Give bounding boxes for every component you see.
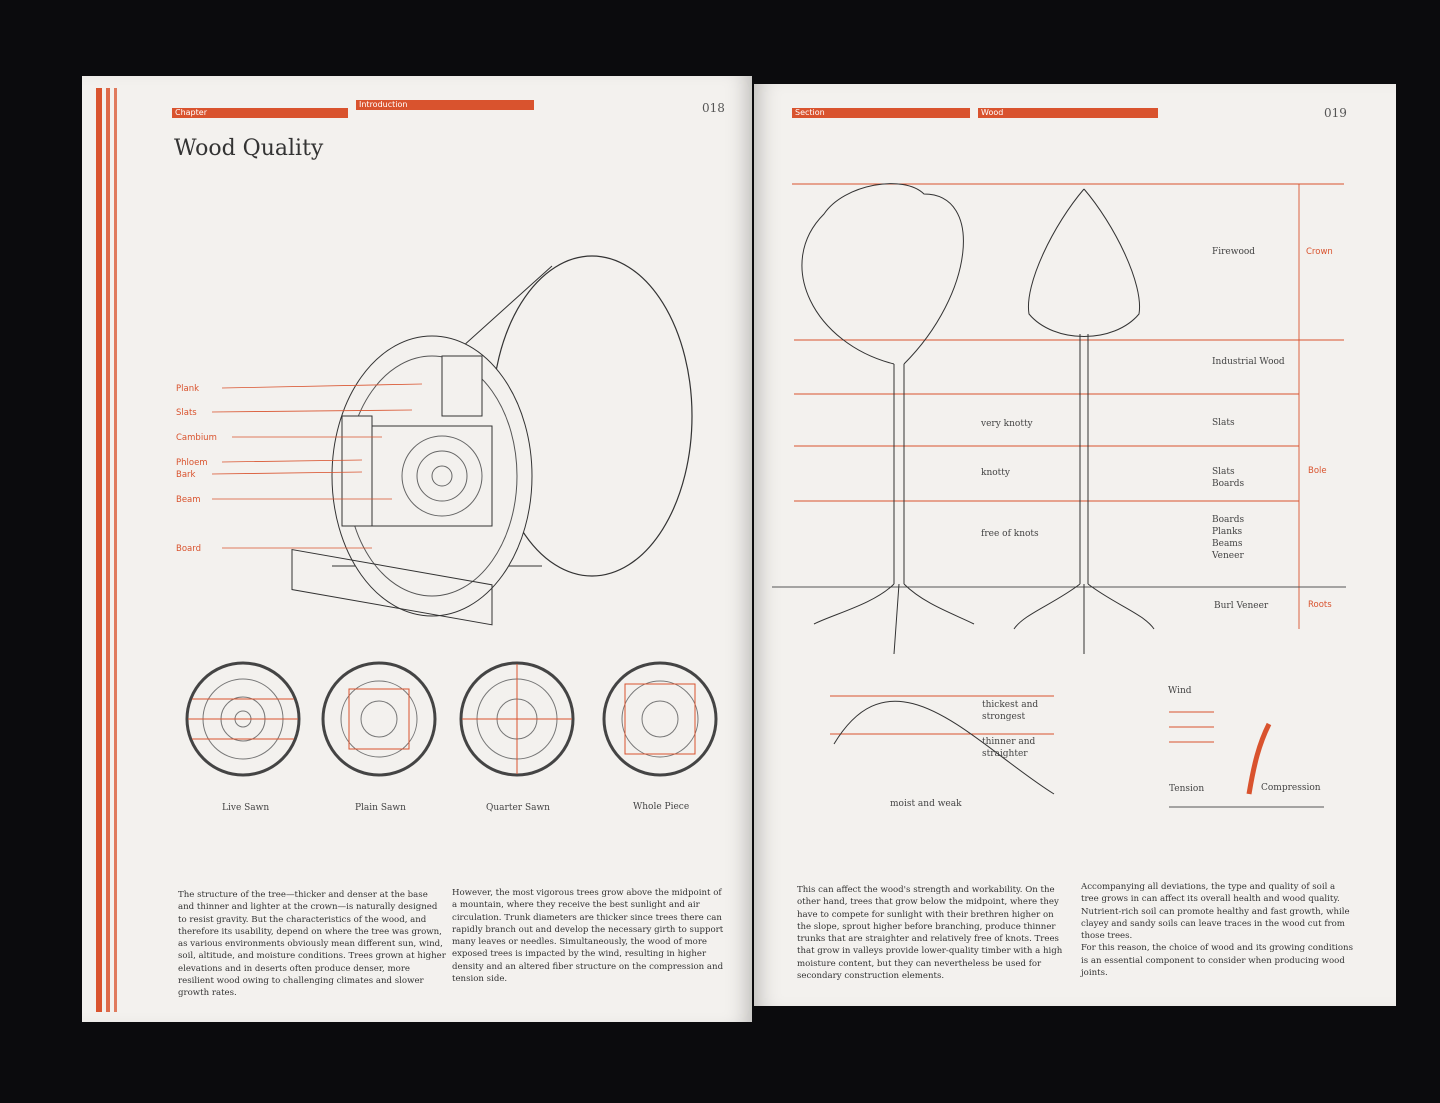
introduction-tag: Introduction: [356, 100, 534, 110]
tension-label: Tension: [1169, 784, 1205, 794]
slope-label: moist and weak: [890, 799, 962, 809]
tree-zones-diagram: [772, 183, 1346, 808]
use-label: Slats Boards: [1212, 467, 1245, 489]
knot-label: knotty: [981, 468, 1010, 478]
wood-tag: Wood: [978, 108, 1158, 118]
label-cambium: Cambium: [176, 433, 217, 443]
page-title: Wood Quality: [174, 136, 324, 161]
knot-label: free of knots: [981, 529, 1039, 539]
body-paragraph: However, the most vigorous trees grow ab…: [452, 888, 724, 985]
slope-label: thickest and strongest: [982, 700, 1039, 722]
leader-lines: [211, 383, 423, 549]
zone-bole: Bole: [1308, 466, 1327, 476]
slope-label: thinner and straighter: [982, 737, 1036, 759]
page-edge: [96, 88, 102, 1012]
label-plank: Plank: [176, 384, 200, 394]
right-page: Section Wood 019 very knotty knotty free…: [754, 84, 1396, 1006]
whole-piece-circle: [602, 661, 718, 777]
page-number: 018: [702, 101, 725, 115]
use-label: Slats: [1212, 418, 1235, 428]
quarter-sawn-circle: [459, 661, 575, 777]
use-label: Boards Planks Beams Veneer: [1212, 515, 1245, 561]
label-phloem: Phloem: [176, 458, 208, 468]
log-illustration: [291, 255, 693, 626]
cut-label: Live Sawn: [222, 803, 270, 813]
chapter-tag: Chapter: [172, 108, 348, 118]
cut-types-row: [185, 661, 718, 777]
body-paragraph: The structure of the tree—thicker and de…: [178, 890, 446, 999]
cut-label: Whole Piece: [633, 802, 690, 812]
knot-label: very knotty: [981, 419, 1033, 429]
cut-label: Quarter Sawn: [486, 803, 550, 813]
zone-crown: Crown: [1306, 247, 1333, 257]
page-edge: [106, 88, 110, 1012]
left-page: Chapter Introduction 018 Wood Quality Pl…: [82, 76, 752, 1022]
label-bark: Bark: [176, 470, 196, 480]
page-number: 019: [1324, 106, 1347, 120]
use-label: Firewood: [1212, 247, 1256, 257]
use-label: Industrial Wood: [1212, 357, 1285, 367]
zone-roots: Roots: [1308, 600, 1332, 610]
cut-label: Plain Sawn: [355, 803, 406, 813]
page-edge: [114, 88, 117, 1012]
body-paragraph: Accompanying all deviations, the type an…: [1081, 882, 1353, 979]
plain-sawn-circle: [321, 661, 437, 777]
label-beam: Beam: [176, 495, 201, 505]
use-label: Burl Veneer: [1214, 601, 1269, 611]
live-sawn-circle: [185, 661, 301, 777]
label-board: Board: [176, 544, 201, 554]
body-paragraph: This can affect the wood's strength and …: [797, 885, 1063, 982]
section-tag: Section: [792, 108, 970, 118]
wind-label: Wind: [1168, 686, 1192, 696]
compression-label: Compression: [1261, 783, 1321, 793]
label-slats: Slats: [176, 408, 197, 418]
